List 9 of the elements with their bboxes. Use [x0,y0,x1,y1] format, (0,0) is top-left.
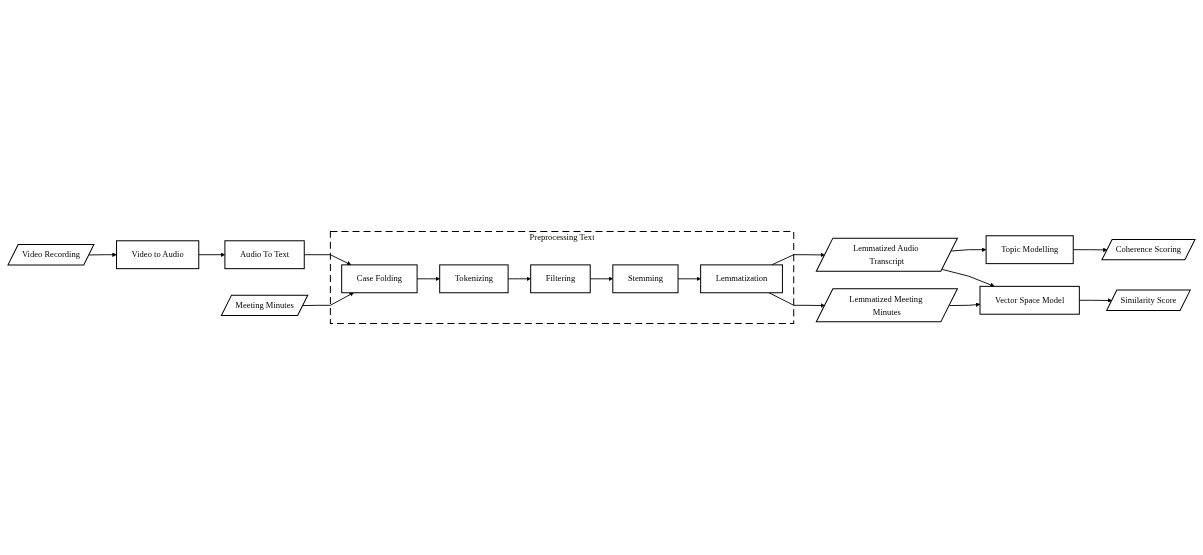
node-box: Audio To Text [224,240,305,270]
node-box: Filtering [530,264,591,294]
node-box: Video to Audio [116,240,200,270]
node-box: Tokenizing [439,264,509,294]
node-box: Stemming [612,264,679,294]
node-box: Topic Modelling [985,235,1074,265]
node-box: Lemmatization [700,264,783,294]
node-box: Vector Space Model [979,285,1080,315]
node-box: Case Folding [341,264,418,294]
